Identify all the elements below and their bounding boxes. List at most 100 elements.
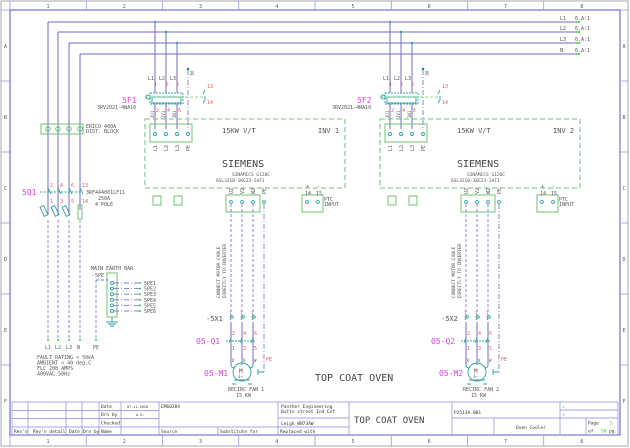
supply-label: L3 [66, 345, 72, 351]
function-designation: = [562, 405, 565, 410]
inverter-part: 6SL3210-1KE23-2AF1 [216, 178, 265, 184]
row-label: B [4, 115, 7, 121]
aux-term: 13 [207, 84, 213, 90]
term-label: 3 [165, 82, 168, 88]
phase-label: L3 [405, 76, 411, 82]
ptc-terminal: 15 [316, 191, 322, 197]
term-label: 3 [60, 199, 63, 205]
inverter-brand: SIEMENS [222, 159, 264, 170]
isolator-tag: 05-Q1 [196, 337, 220, 346]
terminal-number: 1 [486, 316, 489, 321]
terminal-number: 1 [240, 316, 243, 321]
terminal-number: 7 [240, 311, 243, 316]
motor-terminal: V [243, 358, 246, 363]
terminal-number: 1 [464, 316, 467, 321]
term-label: 5 [254, 346, 257, 352]
column-label: 8 [580, 439, 583, 445]
motor-phase: 3~ [473, 374, 478, 379]
busbar-reference: 6.A:1 [575, 48, 590, 54]
header-replaced: Replaced with [280, 429, 316, 435]
phase-label: L1 [148, 76, 154, 82]
isolator-tag: 5Q1 [22, 188, 37, 197]
output-terminal: U2 [464, 188, 470, 194]
supply-label: N [77, 345, 80, 351]
earth-output-label: 5PE3 [144, 292, 156, 298]
cable-note: DIRECTLY TO INVERTER [222, 244, 228, 298]
pe-label: PE [189, 71, 194, 76]
ptc-terminal: 15 [551, 191, 557, 197]
terminal-number: 7 [475, 311, 478, 316]
inverter-name: INV 1 [318, 127, 339, 135]
note: FLC 208 AMPS [37, 366, 73, 372]
column-label: 5 [351, 4, 354, 10]
note: AMBIENT < 40 deg.C [37, 361, 91, 367]
busbar-reference: 6.A:1 [575, 16, 590, 22]
column-label: 3 [199, 439, 202, 445]
term-label: 4 [478, 331, 481, 337]
output-terminal: W2 [486, 188, 492, 194]
ptc-sign: - [317, 184, 320, 190]
checked-label: Checked [101, 421, 120, 427]
term-label: 13 [82, 183, 88, 189]
term-label: 1 [467, 346, 470, 352]
motor-terminal: W [254, 358, 257, 363]
header-rev: Rev'n [14, 429, 28, 435]
term-label: 3 [243, 346, 246, 352]
earth-output-label: 5PE1 [144, 281, 156, 287]
isolator-tag: 05-Q2 [431, 337, 455, 346]
inverter-model: SINAMICS G120C [232, 172, 270, 178]
distribution-block: ERICO 400A DIST. BLOCK [40, 123, 119, 135]
ptc-label: PTC [324, 197, 333, 203]
pe-label: PE [424, 71, 429, 76]
input-terminal: L1 [388, 145, 394, 151]
inverter-power: 15KW V/T [457, 127, 492, 135]
phase-label: L2 [394, 76, 400, 82]
header-substitute: Substitute for [220, 429, 258, 435]
company-name: Panther Engineering [281, 404, 333, 410]
output-terminal: PE [497, 188, 503, 194]
inverter-part: 6SL3210-1KE23-2AF1 [451, 178, 500, 184]
header-date: Date [69, 429, 80, 435]
earth-output-label: 5PE6 [144, 309, 156, 315]
input-terminal: L2 [399, 145, 405, 151]
row-label: F [622, 399, 625, 405]
term-label: 2 [232, 331, 235, 337]
earth-output-label: 5PE2 [144, 287, 156, 293]
motor-symbol: M [474, 368, 478, 375]
motor-power: 15 KW [236, 393, 252, 399]
output-terminal: PE [262, 188, 268, 194]
column-label: 7 [504, 439, 507, 445]
drawing-number: P2513A.001 [454, 410, 481, 416]
aux-term: 13 [442, 84, 448, 90]
motor-symbol: M [239, 368, 243, 375]
earth-output-label: 5PE4 [144, 298, 156, 304]
ptc-sign: + [541, 184, 544, 190]
drawing-border [9, 9, 621, 436]
header-source: Source [161, 429, 178, 435]
row-label: E [4, 328, 7, 334]
supply-label: L2 [55, 345, 61, 351]
note: 400VAC 50Hz [37, 372, 70, 378]
cable-note: DIRECTLY TO INVERTER [457, 244, 463, 298]
column-label: 4 [275, 4, 278, 10]
header-rev-detail: Rev'n detail [33, 429, 66, 435]
term-label: 5 [489, 346, 492, 352]
wire-number: 2U1 [385, 110, 390, 118]
input-terminal: L3 [175, 145, 181, 151]
row-label: D [622, 257, 625, 263]
breaker-part: 3RV2021-4NA10 [332, 105, 371, 111]
cable-note: CONNECT MOTOR CABLE [451, 246, 457, 298]
term-label: 2 [156, 108, 159, 114]
pg-label: pg. [609, 430, 617, 435]
company-address: Butts street Ind Est [281, 409, 335, 415]
earth-bar-tag: -5PE [92, 273, 104, 279]
input-terminal: PE [421, 145, 427, 151]
job-number: EM60204 [161, 404, 180, 410]
breaker-tag: 5F2 [357, 96, 372, 105]
note: FAULT RATING < 50kA [37, 355, 94, 361]
page-label: Page [588, 421, 599, 427]
motor-phase: 3~ [238, 374, 243, 379]
main-isolator-5q1: 5Q1 2 4 6 13 1 3 5 14 3RF444001LF11 250A… [22, 183, 125, 220]
wire-number: 2V1 [161, 110, 166, 118]
